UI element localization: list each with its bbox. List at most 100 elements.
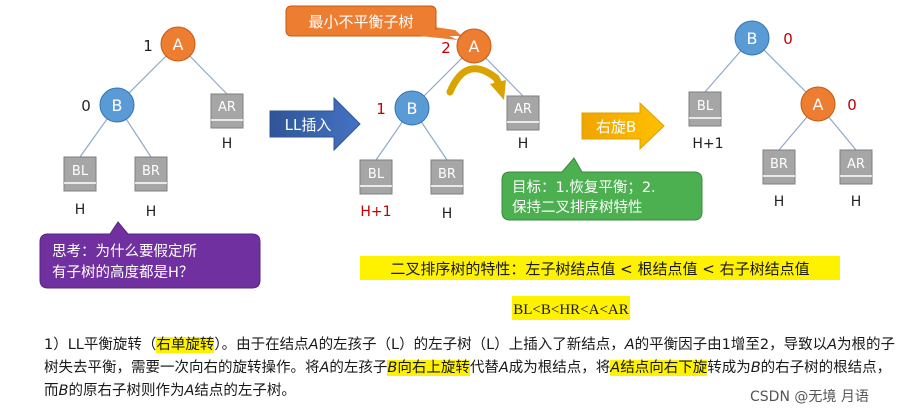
para-italic: A: [319, 360, 330, 376]
para-italic: A: [184, 383, 195, 399]
think-callout: 思考：为什么要假定所 有子树的高度都是H？: [39, 221, 261, 289]
height-label: H: [75, 202, 86, 218]
para-text: 为根的子树失去平衡，需要一次向右的旋转操作。将: [44, 337, 896, 376]
para-text: 的左孩子（L）的左子树（L）上插入了新结点，: [318, 337, 625, 353]
explanation-paragraph: 1）LL平衡旋转（右单旋转）。由于在结点A的左孩子（L）的左子树（L）上插入了新…: [44, 334, 904, 403]
height-label: H+1: [360, 204, 391, 220]
para-highlight: 向右上旋转: [397, 360, 470, 376]
para-text: 转成为: [707, 360, 751, 376]
goal-callout: 目标：1.恢复平衡；2. 保持二叉排序树特性: [501, 157, 703, 221]
bst-property-text: 二叉排序树的特性：左子树结点值 < 根结点值 < 右子树结点值: [390, 260, 809, 278]
para-text: 的原右子树则作为: [68, 383, 185, 399]
node-b-label: B: [407, 99, 418, 118]
subtree-label: BR: [770, 157, 788, 172]
para-text: 成为根结点，将: [508, 360, 611, 376]
left-tree: A 1 B 0 AR H BL H BR H: [63, 26, 244, 220]
subtree-label: BL: [368, 167, 385, 182]
para-text: ）。由于在结点: [214, 337, 309, 353]
para-highlight: B: [387, 360, 398, 376]
node-a-label: A: [469, 37, 480, 56]
middle-tree: 最小不平衡子树 A 2 B 1 AR H BL H+1 BR H: [285, 5, 540, 222]
arrow-shape: [269, 96, 361, 152]
goal-line-2: 保持二叉排序树特性: [512, 199, 643, 216]
balance-factor: 0: [783, 30, 793, 48]
para-italic: A: [498, 360, 509, 376]
subtree-ar: [506, 95, 540, 131]
rotation-curve: [446, 65, 504, 96]
min-unbalanced-label: 最小不平衡子树: [308, 13, 413, 31]
think-bubble: [39, 221, 261, 289]
arrow-shape: [581, 101, 665, 151]
subtree-label: BL: [72, 164, 89, 179]
watermark: CSDN @无境 月语: [748, 386, 871, 406]
node-a-label: A: [813, 95, 824, 114]
ll-insert-arrow: LL插入: [269, 96, 361, 152]
para-italic: A: [827, 337, 838, 353]
subtree-label: BR: [142, 164, 160, 179]
balance-factor: 0: [847, 96, 857, 114]
bst-property-highlight: [360, 256, 840, 280]
height-label: H: [442, 206, 453, 222]
para-text: 结点的左子树。: [194, 383, 296, 399]
arrow-label: LL插入: [285, 116, 332, 134]
balance-factor: 1: [143, 37, 153, 55]
para-italic: A: [624, 337, 635, 353]
right-tree: B 0 A 0 BL H+1 BR H AR H: [688, 20, 873, 210]
height-label: H: [146, 204, 157, 220]
node-a: [160, 26, 196, 62]
para-text: 的左孩子: [329, 360, 388, 376]
node-a: [456, 28, 492, 64]
subtree-label: BR: [438, 167, 456, 182]
balance-factor: 2: [441, 39, 451, 57]
balance-factor: 0: [81, 97, 91, 115]
height-label: H: [851, 194, 862, 210]
subtree-label: AR: [514, 102, 532, 117]
think-line-1: 思考：为什么要假定所: [52, 243, 197, 260]
subtree-label: BL: [697, 99, 714, 114]
height-label: H+1: [692, 136, 723, 152]
subtree-label: AR: [218, 100, 236, 115]
height-label: H: [518, 136, 529, 152]
node-a-label: A: [173, 35, 184, 54]
para-italic: B: [750, 360, 761, 376]
height-label: H: [222, 136, 233, 152]
node-b-label: B: [112, 96, 123, 115]
height-label: H: [774, 194, 785, 210]
rotation-arrowhead-icon: [490, 80, 506, 100]
subtree-bl: [688, 91, 722, 127]
para-italic: A: [308, 337, 319, 353]
para-highlight: 结点向右下旋: [620, 360, 708, 376]
order-highlight: [512, 296, 630, 320]
para-text: 的右子树的根结点，而: [44, 360, 892, 399]
goal-line-1: 目标：1.恢复平衡；2.: [512, 178, 656, 196]
node-b: [394, 90, 430, 126]
para-italic: B: [58, 383, 69, 399]
para-highlight: A: [610, 360, 621, 376]
subtree-ar: [210, 93, 244, 129]
subtree-bl: [359, 159, 393, 195]
para-text: 的平衡因子由1增至2，导致以: [634, 337, 828, 353]
subtree-br: [762, 149, 796, 185]
rotate-right-arrow: 右旋B: [581, 101, 665, 151]
node-b: [734, 20, 770, 56]
subtree-ar: [839, 149, 873, 185]
subtree-label: AR: [847, 157, 865, 172]
subtree-br: [430, 159, 464, 195]
para-text: 代替: [469, 360, 499, 376]
arrow-label: 右旋B: [596, 118, 636, 136]
balance-factor: 1: [376, 100, 386, 118]
node-a: [800, 86, 836, 122]
node-b: [99, 87, 135, 123]
min-unbalanced-callout: [285, 5, 437, 37]
order-text: BL<B<HR<A<AR: [513, 302, 629, 318]
callout-pointer: [420, 30, 458, 40]
goal-bubble: [501, 157, 703, 221]
para-highlight: 右单旋转: [156, 337, 215, 353]
node-b-label: B: [747, 29, 758, 48]
subtree-bl: [63, 156, 97, 192]
subtree-br: [134, 156, 168, 192]
think-line-2: 有子树的高度都是H？: [52, 264, 193, 281]
para-text: 1）LL平衡旋转（: [44, 337, 157, 353]
